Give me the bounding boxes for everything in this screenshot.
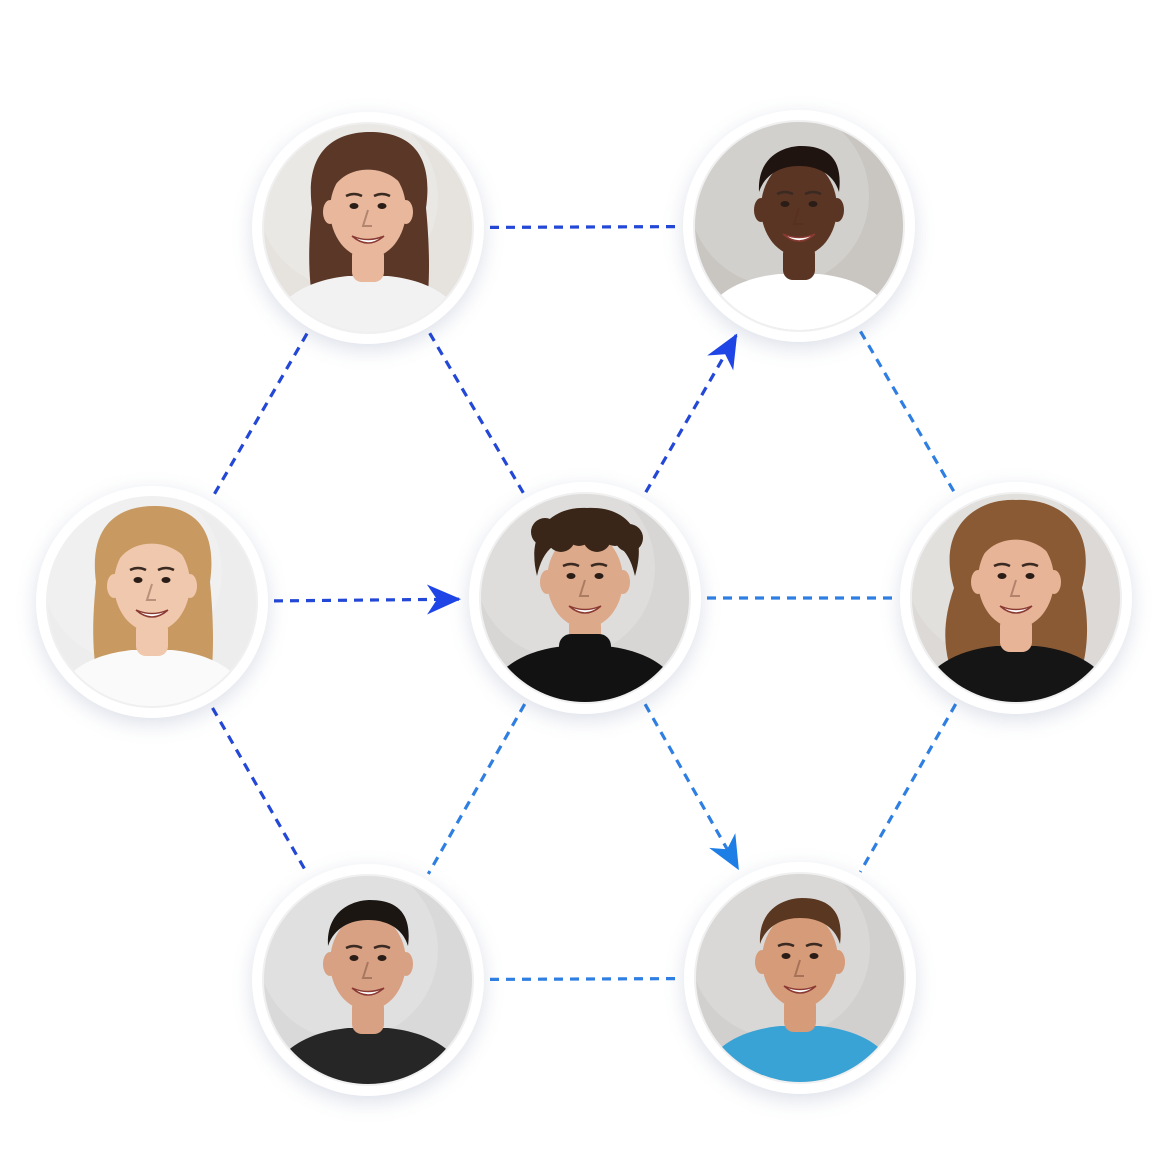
edge-top-left-to-top-right xyxy=(489,225,678,229)
edge-bottom-left-to-bottom-right xyxy=(489,976,679,982)
nodes-layer xyxy=(36,110,1132,1096)
arrow-head-center-to-bottom-right xyxy=(709,833,739,871)
person-portrait-icon xyxy=(695,122,903,330)
person-portrait-icon xyxy=(48,498,256,706)
edge-top-left-to-middle-left xyxy=(211,332,309,498)
node-top-right xyxy=(683,110,915,342)
edges-layer xyxy=(211,225,958,982)
arrow-head-center-to-top-right xyxy=(707,333,738,371)
node-bottom-right xyxy=(684,862,916,1094)
arrow-head-middle-left-to-center xyxy=(426,584,461,615)
person-portrait-icon xyxy=(696,874,904,1082)
arrows-layer xyxy=(426,333,739,871)
edge-top-left-to-center xyxy=(428,332,525,494)
edge-center-to-top-right xyxy=(644,334,738,493)
edge-top-right-to-middle-right xyxy=(859,330,956,494)
edge-middle-left-to-bottom-left xyxy=(211,707,309,875)
edge-middle-right-to-bottom-right xyxy=(858,703,958,873)
edge-center-to-bottom-right xyxy=(643,703,740,870)
edge-center-to-bottom-left xyxy=(426,703,527,875)
person-portrait-icon xyxy=(481,494,689,702)
edge-middle-left-to-center xyxy=(273,597,460,603)
node-bottom-left xyxy=(252,864,484,1096)
node-middle-left xyxy=(36,486,268,718)
node-top-left xyxy=(252,112,484,344)
node-center xyxy=(469,482,701,714)
node-middle-right xyxy=(900,482,1132,714)
